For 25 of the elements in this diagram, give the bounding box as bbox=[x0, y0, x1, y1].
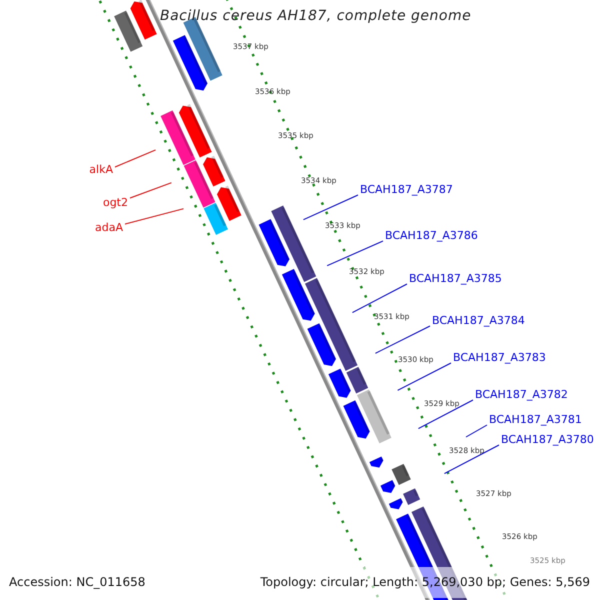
gene-label: BCAH187_A3784 bbox=[432, 314, 525, 327]
gene-label: BCAH187_A3786 bbox=[385, 229, 478, 242]
accession-text: Accession: NC_011658 bbox=[9, 575, 146, 589]
gene-label: BCAH187_A3781 bbox=[489, 413, 582, 426]
leader-line bbox=[374, 326, 430, 354]
gene-label: BCAH187_A3782 bbox=[475, 388, 568, 401]
leader-line bbox=[352, 284, 408, 314]
leader-line bbox=[326, 240, 384, 266]
leader-line bbox=[444, 444, 500, 474]
gene-label: BCAH187_A3785 bbox=[409, 272, 502, 285]
leader-line bbox=[302, 194, 358, 220]
gene-label: ogt2 bbox=[102, 196, 128, 209]
leader-line bbox=[418, 400, 474, 430]
leader-line bbox=[466, 424, 488, 438]
title: Bacillus cereus AH187, complete genome bbox=[160, 8, 472, 24]
gene-label: BCAH187_A3780 bbox=[501, 433, 594, 446]
leader-line bbox=[114, 149, 156, 168]
gene-label: BCAH187_A3787 bbox=[360, 183, 453, 196]
genome-summary-text: Topology: circular; Length: 5,269,030 bp; Genes: 5,569 bbox=[260, 575, 590, 589]
gene-label: BCAH187_A3783 bbox=[453, 351, 546, 364]
gene-label: alkA bbox=[89, 163, 113, 176]
leader-line bbox=[124, 208, 184, 224]
leader-line bbox=[397, 362, 452, 391]
leader-line bbox=[130, 182, 172, 198]
gene-label: adaA bbox=[95, 221, 123, 234]
